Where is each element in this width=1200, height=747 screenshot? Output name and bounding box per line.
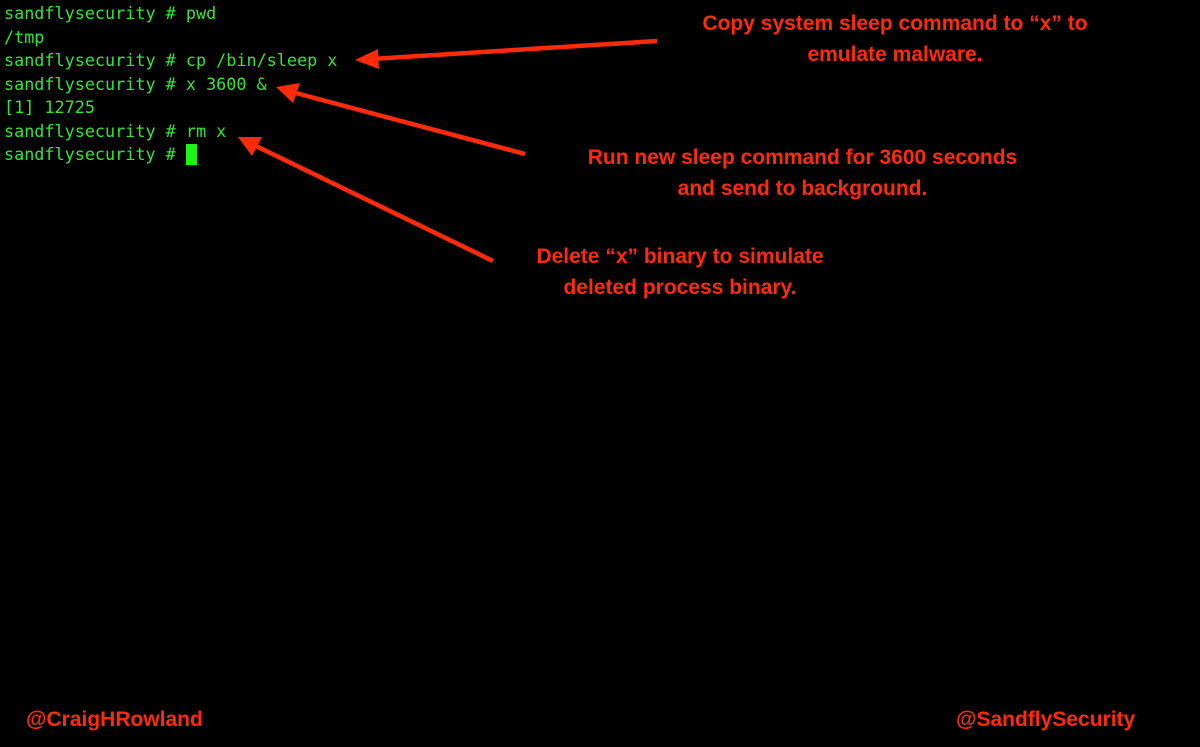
annotation-delete: Delete “x” binary to simulate deleted pr…: [500, 241, 860, 303]
shell-prompt: sandflysecurity #: [4, 144, 186, 164]
terminal-input-line[interactable]: sandflysecurity #: [4, 143, 337, 167]
command-text: x 3600 &: [185, 73, 267, 94]
command-text: rm x: [185, 120, 227, 141]
command-output: /tmp: [4, 26, 45, 47]
annotation-line: Run new sleep command for 3600 seconds: [587, 146, 1018, 169]
command-output: [1] 12725: [4, 97, 95, 117]
arrow-icon: [276, 83, 526, 157]
terminal-line: sandflysecurity # rm x: [4, 120, 337, 144]
arrow-icon: [355, 38, 658, 69]
terminal-line: /tmp: [4, 26, 337, 50]
command-text: cp /bin/sleep x: [185, 50, 338, 70]
annotation-copy: Copy system sleep command to “x” to emul…: [660, 8, 1130, 70]
author-handle: @CraigHRowland: [26, 708, 203, 731]
annotation-line: emulate malware.: [807, 43, 983, 66]
annotation-line: deleted process binary.: [563, 276, 797, 299]
shell-prompt: sandflysecurity #: [4, 50, 186, 70]
annotation-run: Run new sleep command for 3600 seconds a…: [540, 142, 1065, 204]
shell-prompt: sandflysecurity #: [4, 73, 186, 94]
terminal-line: sandflysecurity # cp /bin/sleep x: [4, 49, 337, 73]
annotation-line: Copy system sleep command to “x” to: [702, 12, 1088, 35]
terminal-cursor: [185, 144, 197, 165]
terminal-output[interactable]: sandflysecurity # pwd /tmp sandflysecuri…: [4, 2, 337, 167]
company-handle: @SandflySecurity: [956, 708, 1136, 731]
terminal-line: sandflysecurity # x 3600 &: [4, 73, 337, 97]
arrow-icon: [238, 137, 494, 264]
annotation-line: Delete “x” binary to simulate: [536, 245, 824, 268]
command-text: pwd: [185, 3, 217, 23]
annotation-line: and send to background.: [677, 177, 928, 200]
shell-prompt: sandflysecurity #: [4, 120, 186, 141]
terminal-line: [1] 12725: [4, 96, 337, 120]
terminal-line: sandflysecurity # pwd: [4, 2, 337, 26]
shell-prompt: sandflysecurity #: [4, 3, 186, 23]
